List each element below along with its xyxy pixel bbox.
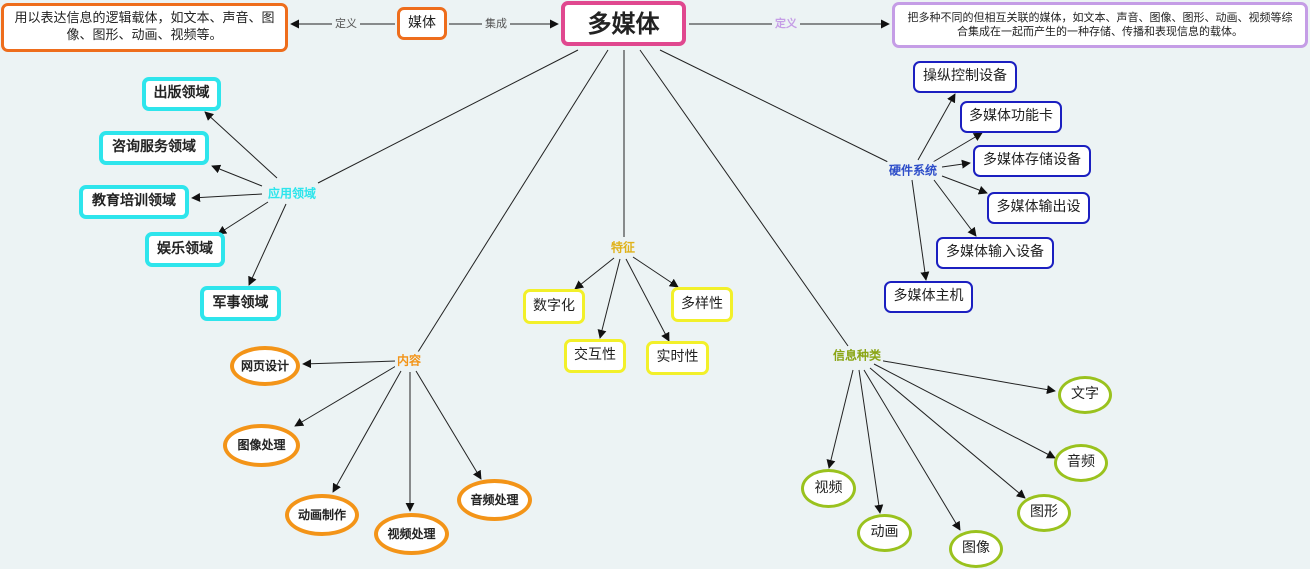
center-content-connector xyxy=(417,49,609,353)
feature-connector-digital xyxy=(574,257,615,290)
media-node[interactable]: 媒体 xyxy=(397,7,447,40)
info-item-image[interactable]: 图像 xyxy=(949,530,1003,568)
feature-item-label: 多样性 xyxy=(681,295,723,312)
hardware-connector-host xyxy=(911,179,930,281)
feature-item-realtime[interactable]: 实时性 xyxy=(646,341,709,375)
media-definition-box[interactable]: 用以表达信息的逻辑载体，如文本、声音、图像、图形、动画、视频等。 xyxy=(1,3,288,52)
content-connector-image-processing xyxy=(294,365,397,427)
hardware-item-label: 操纵控制设备 xyxy=(923,68,1007,85)
info-item-graphics[interactable]: 图形 xyxy=(1017,494,1071,532)
info-connector-text xyxy=(877,359,1056,395)
media-define-link-label: 定义 xyxy=(332,15,360,31)
hardware-item-label: 多媒体功能卡 xyxy=(969,108,1053,125)
hardware-item-output[interactable]: 多媒体输出设 xyxy=(987,192,1090,224)
app-item-entertainment[interactable]: 娱乐领域 xyxy=(145,232,225,267)
center-info-connector xyxy=(639,49,849,347)
info-connector-image xyxy=(863,369,961,531)
hardware-connector-control-device xyxy=(917,93,956,161)
content-connector-web-design xyxy=(302,359,397,369)
hardware-item-storage[interactable]: 多媒体存储设备 xyxy=(973,145,1091,177)
info-connector-audio xyxy=(873,363,1056,459)
info-item-video[interactable]: 视频 xyxy=(801,469,856,508)
feature-item-label: 数字化 xyxy=(533,297,575,314)
content-item-label: 网页设计 xyxy=(240,358,289,373)
app-connector-education xyxy=(191,193,263,203)
app-connector-entertainment xyxy=(217,201,269,235)
info-item-label: 动画 xyxy=(870,524,899,541)
hardware-connector-function-card xyxy=(932,132,983,163)
info-item-label: 图像 xyxy=(962,540,990,557)
info-types-branch-label[interactable]: 信息种类 xyxy=(830,346,884,364)
app-connector-military xyxy=(248,203,287,286)
app-item-label: 军事领域 xyxy=(212,294,269,311)
content-item-video-processing[interactable]: 视频处理 xyxy=(374,513,449,555)
media-label: 媒体 xyxy=(408,14,436,31)
info-connector-animation xyxy=(858,369,884,514)
content-item-web-design[interactable]: 网页设计 xyxy=(230,346,300,386)
feature-item-label: 交互性 xyxy=(574,347,616,364)
content-connector-animation xyxy=(332,370,402,493)
applications-branch-label[interactable]: 应用领域 xyxy=(265,184,319,202)
hardware-item-host[interactable]: 多媒体主机 xyxy=(884,281,973,313)
hardware-item-label: 多媒体输入设备 xyxy=(946,244,1044,261)
hardware-item-function-card[interactable]: 多媒体功能卡 xyxy=(960,101,1062,133)
info-item-label: 音频 xyxy=(1067,454,1095,471)
content-item-audio-processing[interactable]: 音频处理 xyxy=(457,479,532,521)
app-item-military[interactable]: 军事领域 xyxy=(200,286,281,321)
hardware-item-label: 多媒体存储设备 xyxy=(983,152,1081,169)
center-hardware-connector xyxy=(659,49,889,163)
app-item-label: 出版领域 xyxy=(153,85,210,102)
feature-connector-diversity xyxy=(632,256,679,288)
feature-item-label: 实时性 xyxy=(656,349,699,366)
center-node[interactable]: 多媒体 xyxy=(561,1,686,46)
center-applications-connector xyxy=(317,49,579,184)
multimedia-definition-box[interactable]: 把多种不同的但相互关联的媒体，如文本、声音、图像、图形、动画、视频等综合集成在一… xyxy=(892,2,1308,48)
feature-item-diversity[interactable]: 多样性 xyxy=(671,287,733,322)
multimedia-define-link-label: 定义 xyxy=(772,15,800,31)
info-item-animation[interactable]: 动画 xyxy=(857,514,912,552)
info-item-text[interactable]: 文字 xyxy=(1058,376,1112,414)
info-connector-video xyxy=(826,369,854,469)
content-item-label: 图像处理 xyxy=(237,438,286,452)
content-item-label: 音频处理 xyxy=(470,492,519,507)
app-connector-consulting xyxy=(211,164,263,187)
multimedia-definition-text: 把多种不同的但相互关联的媒体，如文本、声音、图像、图形、动画、视频等综合集成在一… xyxy=(907,11,1293,38)
info-item-label: 文字 xyxy=(1071,386,1099,403)
info-connector-graphics xyxy=(869,367,1026,499)
feature-connector-realtime xyxy=(625,258,670,342)
hardware-branch-label[interactable]: 硬件系统 xyxy=(886,161,940,179)
media-definition-text: 用以表达信息的逻辑载体，如文本、声音、图像、图形、动画、视频等。 xyxy=(14,11,275,43)
hardware-item-label: 多媒体主机 xyxy=(893,288,964,305)
hardware-connector-input xyxy=(933,179,977,237)
info-item-label: 视频 xyxy=(814,479,843,496)
hardware-connector-storage xyxy=(941,159,971,169)
features-branch-label[interactable]: 特征 xyxy=(608,238,638,256)
app-item-label: 咨询服务领域 xyxy=(112,139,196,156)
app-item-label: 教育培训领域 xyxy=(92,193,176,210)
hardware-item-control-device[interactable]: 操纵控制设备 xyxy=(913,61,1017,93)
content-item-label: 动画制作 xyxy=(297,507,346,522)
media-integrate-link-label: 集成 xyxy=(482,15,510,31)
center-title: 多媒体 xyxy=(587,9,660,38)
app-item-publishing[interactable]: 出版领域 xyxy=(142,77,221,111)
info-item-audio[interactable]: 音频 xyxy=(1054,444,1108,482)
content-item-image-processing[interactable]: 图像处理 xyxy=(223,424,300,467)
info-item-label: 图形 xyxy=(1030,504,1058,521)
content-item-animation[interactable]: 动画制作 xyxy=(285,494,359,536)
feature-item-interactive[interactable]: 交互性 xyxy=(564,339,626,373)
content-branch-label[interactable]: 内容 xyxy=(394,351,424,369)
app-item-consulting[interactable]: 咨询服务领域 xyxy=(99,131,209,165)
content-connector-audio-processing xyxy=(415,370,482,480)
app-connector-publishing xyxy=(204,111,278,179)
hardware-item-label: 多媒体输出设 xyxy=(996,199,1081,216)
hardware-connector-output xyxy=(941,175,988,195)
app-item-label: 娱乐领域 xyxy=(157,240,213,257)
app-item-education[interactable]: 教育培训领域 xyxy=(79,185,189,219)
content-item-label: 视频处理 xyxy=(387,526,436,541)
hardware-item-input[interactable]: 多媒体输入设备 xyxy=(936,237,1054,269)
feature-connector-interactive xyxy=(597,258,621,339)
feature-item-digital[interactable]: 数字化 xyxy=(523,289,585,324)
